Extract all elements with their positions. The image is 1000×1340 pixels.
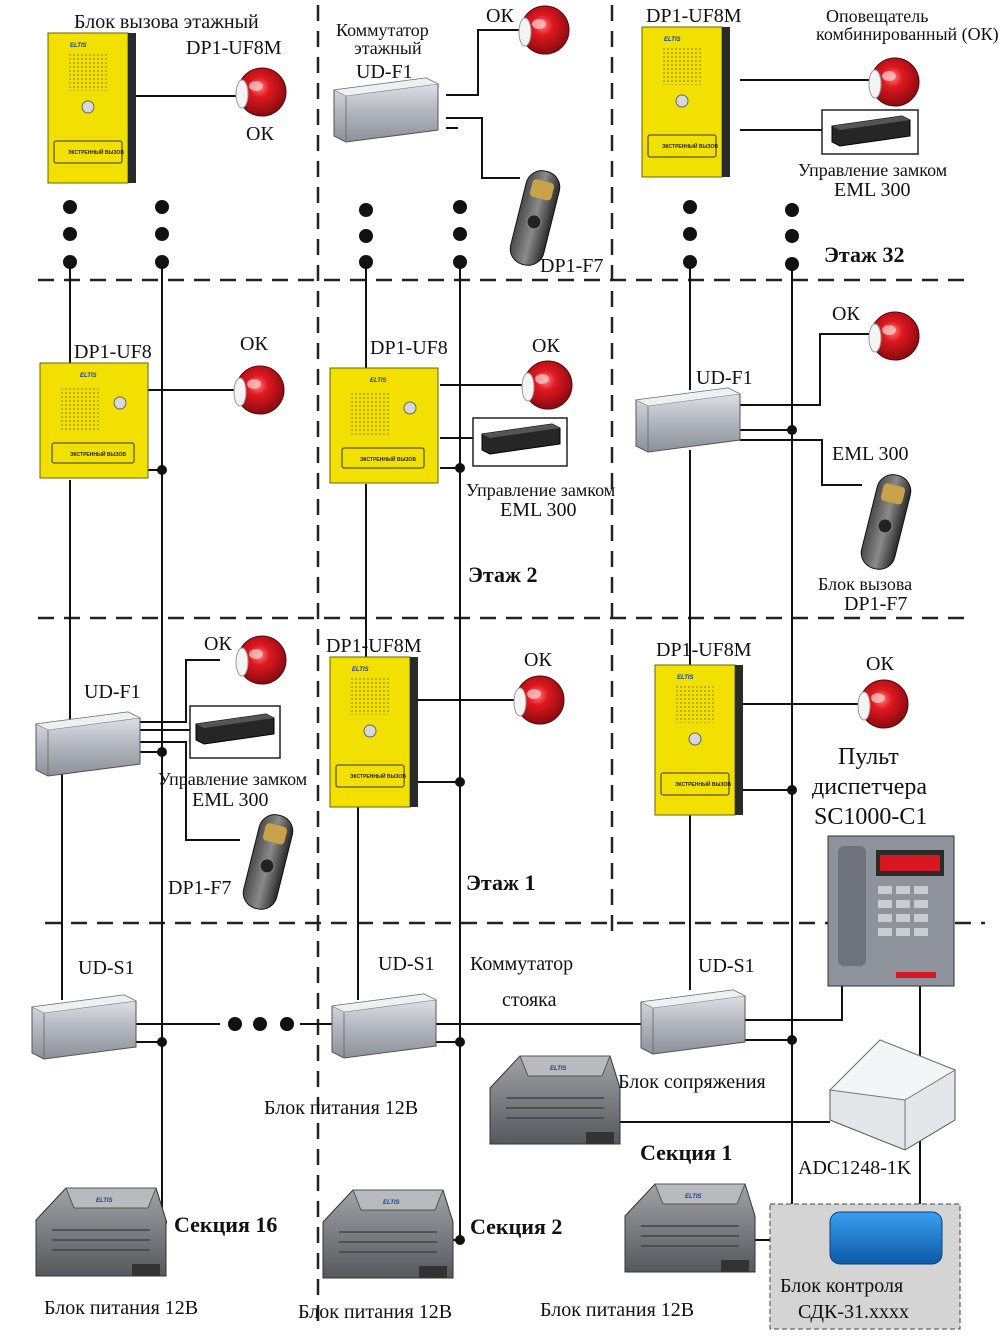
lock-floor1-left [189,705,281,759]
label-ud-f1-floor1: UD-F1 [84,681,141,703]
label-commutator-top: Коммутатор [336,20,429,40]
call-panel-floor1-middle [329,656,419,808]
label-section-2: Секция 2 [470,1214,562,1239]
siren-floor1-middle [513,675,565,725]
label-interface-unit: Блок сопряжения [618,1071,766,1093]
label-call-unit-floor: Блок вызова этажный [74,11,259,33]
label-section-1: Секция 1 [640,1140,732,1165]
label-ok-floor2-right: ОК [832,303,860,325]
label-riser-commutator-2: стояка [502,989,557,1011]
label-dispatcher: Пульт [838,744,899,770]
siren-floor2-middle [521,360,573,410]
psu-section1 [624,1183,756,1273]
riser-commutator-section16 [31,994,137,1060]
label-eml-floor2-right: EML 300 [832,443,908,465]
riser-commutator-section1 [640,989,746,1055]
siren-top-middle [518,5,570,55]
label-ud-s1-middle: UD-S1 [378,953,435,975]
label-ok-floor2-left: ОК [240,333,268,355]
commutator-floor1-left [35,711,141,777]
label-notifier-2: комбинированный (ОК) [816,24,999,45]
siren-floor2-left [233,365,285,415]
lock-top-right [821,109,919,155]
label-call-unit-right: Блок вызова [818,574,912,594]
label-dp1-uf8m-floor1-middle: DP1-UF8M [326,635,422,657]
label-ok-top-left: ОК [246,123,274,145]
commutator-top-middle [333,77,439,143]
label-eml-floor2: EML 300 [500,499,576,521]
label-dispatcher-2: диспетчера [812,774,927,800]
label-dp1-uf8m-top-left: DP1-UF8M [186,37,282,59]
label-floor-1: Этаж 1 [466,870,535,895]
label-lock-floor1: Управление замком [158,769,307,789]
label-floor-2: Этаж 2 [468,562,537,587]
label-psu-interface: Блок питания 12В [264,1097,418,1119]
call-panel-top-left [47,32,137,184]
f7-top-middle [506,166,564,270]
label-notifier: Оповещатель [826,6,928,26]
label-eml-top: EML 300 [834,179,910,201]
label-lock-floor2: Управление замком [466,480,615,500]
label-psu-section2: Блок питания 12В [298,1301,452,1323]
label-dp1-uf8m-top-right: DP1-UF8M [646,5,742,27]
label-eml-floor1: EML 300 [192,789,268,811]
label-ok-top-middle: ОК [486,5,514,27]
label-psu-section1: Блок питания 12В [540,1299,694,1321]
label-ok-floor2-middle: ОК [532,335,560,357]
commutator-floor2-right [635,387,741,453]
label-ud-f1-floor2: UD-F1 [696,367,753,389]
label-control-unit-2: СДК-31.хххх [798,1301,909,1323]
riser-commutator-section2 [331,993,437,1059]
label-dp1-uf8-middle: DP1-UF8 [370,337,448,359]
control-unit [769,1203,961,1330]
f7-floor2-right [857,470,915,574]
label-ud-s1-left: UD-S1 [78,957,135,979]
label-ud-s1-right: UD-S1 [698,955,755,977]
label-dp1-uf8m-floor1-right: DP1-UF8M [656,639,752,661]
label-commutator-top-2: этажный [354,38,422,58]
call-panel-top-right [641,26,731,178]
lock-floor2-middle [472,417,568,467]
label-ud-f1-top: UD-F1 [356,61,413,83]
label-ok-floor1-right: ОК [866,653,894,675]
label-dp1-f7-floor1: DP1-F7 [168,877,231,899]
call-panel-floor2-middle [329,367,439,484]
label-ok-floor1-left: ОК [204,633,232,655]
dispatcher-console [827,835,955,987]
label-ok-floor1-middle: ОК [524,649,552,671]
label-lock-top: Управление замком [798,160,947,180]
call-panel-floor1-right [654,664,744,816]
psu-section16 [35,1187,167,1277]
interface-unit [828,1039,957,1151]
siren-floor2-right [868,311,920,361]
label-riser-commutator: Коммутатор [470,953,573,975]
f7-floor1-left [239,810,297,914]
psu-section2 [322,1189,454,1279]
label-control-unit: Блок контроля [780,1275,903,1297]
label-dispatcher-3: SC1000-C1 [814,804,927,830]
call-panel-floor2-left [39,362,149,479]
labels: Блок вызова этажный DP1-UF8M ОК Коммутат… [44,5,999,1323]
siren-top-left [235,67,287,117]
label-psu-section16: Блок питания 12В [44,1297,198,1319]
siren-top-right [868,57,920,107]
label-floor-32: Этаж 32 [824,242,904,267]
label-dp1-f7-right: DP1-F7 [844,593,907,615]
siren-floor1-left [235,635,287,685]
psu-interface [489,1055,621,1145]
label-dp1-uf8-left: DP1-UF8 [74,341,152,363]
siren-floor1-right [857,679,909,729]
label-section-16: Секция 16 [174,1212,277,1237]
label-dp1-f7-top: DP1-F7 [540,255,603,277]
label-adc: ADC1248-1K [798,1157,912,1179]
